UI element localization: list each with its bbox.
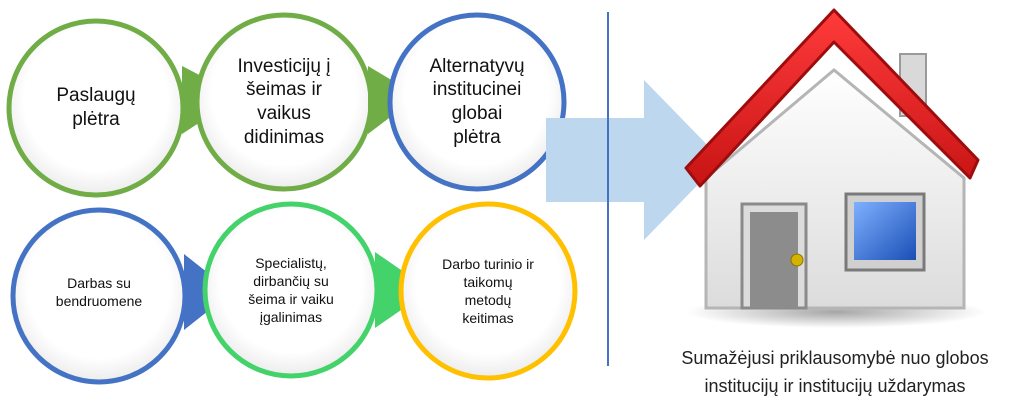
top-circle-3	[387, 12, 567, 192]
house-icon	[684, 8, 986, 328]
top-circle-1-label: Paslaugų plėtra	[56, 85, 136, 130]
outcome-caption: Sumažėjusi priklausomybė nuo globos inst…	[681, 348, 989, 396]
bottom-row	[10, 201, 578, 385]
top-circle-2-label: Investicijų į šeimas ir vaikus didinimas	[237, 55, 331, 148]
bottom-circle-1-label: Darbas su bendruomene	[55, 274, 143, 309]
house-window	[854, 202, 916, 260]
top-circle-3-label: Alternatyvų institucinei globai plėtra	[429, 55, 525, 148]
bottom-circle-3-label: Darbo turinio ir taikomų metodų keitimas	[442, 255, 534, 327]
house-door	[750, 212, 798, 308]
big-arrow	[546, 80, 722, 240]
top-row	[6, 12, 567, 198]
bottom-circle-3	[398, 201, 578, 381]
house-roof	[684, 8, 980, 188]
bottom-circle-2-label: Specialistų, dirbančių su šeima ir vaiku…	[248, 254, 334, 326]
